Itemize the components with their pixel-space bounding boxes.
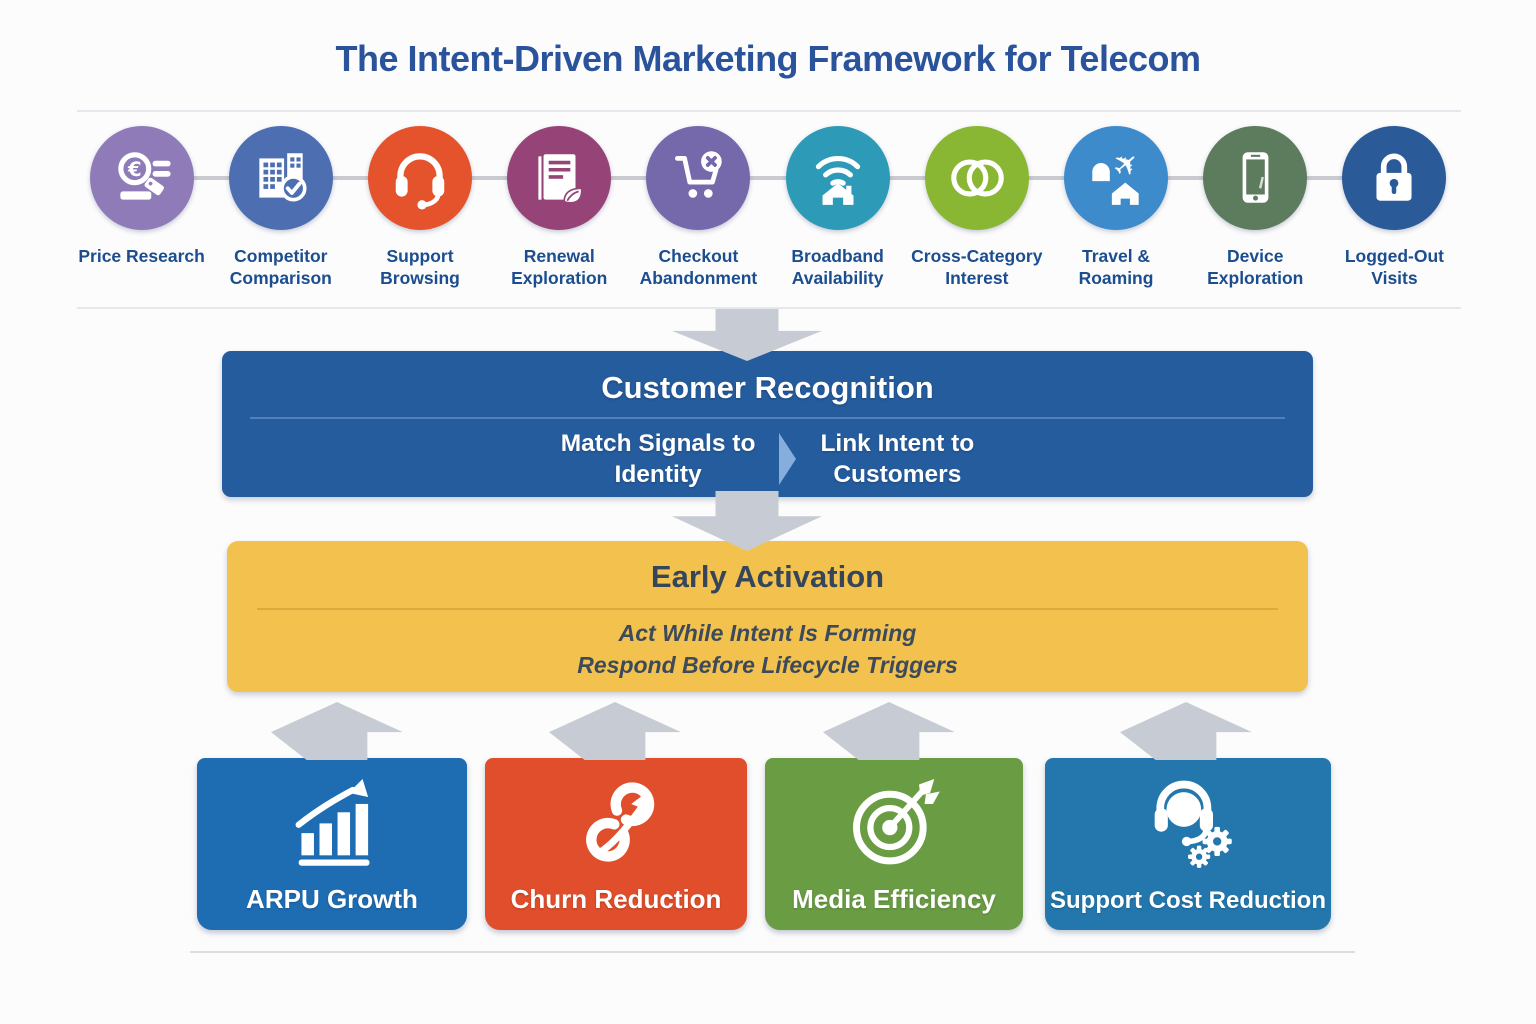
buildings-check-icon xyxy=(259,153,307,202)
outcome-label: Media Efficiency xyxy=(792,884,996,914)
outcome-label: ARPU Growth xyxy=(246,884,418,914)
recognition-right-text: Link Intent to Customers xyxy=(820,430,975,489)
signal-device-exploration: Device Exploration xyxy=(1186,126,1325,290)
signal-price-research: € Price Research xyxy=(72,126,211,290)
signal-bubble: ✈ xyxy=(1064,126,1169,230)
signal-band-divider xyxy=(77,307,1461,309)
signal-bubble xyxy=(507,126,612,230)
svg-text:€: € xyxy=(127,158,142,181)
customer-recognition-stage: Customer Recognition Match Signals to Id… xyxy=(222,351,1313,497)
signal-label: Device Exploration xyxy=(1207,246,1304,289)
signal-label: Price Research xyxy=(78,246,205,266)
flow-arrow-up-icon xyxy=(1120,702,1252,760)
padlock-icon xyxy=(1376,153,1412,201)
headset-icon xyxy=(395,153,445,210)
outcome-media-efficiency: Media Efficiency xyxy=(765,758,1023,930)
flow-arrow-up-icon xyxy=(549,702,681,760)
magnifier-euro-icon: € xyxy=(117,152,171,200)
signal-renewal-exploration: Renewal Exploration xyxy=(490,126,629,290)
svg-text:✈: ✈ xyxy=(1105,145,1148,187)
signal-bubble xyxy=(1342,126,1447,230)
early-activation-stage: Early Activation Act While Intent Is For… xyxy=(227,541,1308,692)
activation-line-1: Act While Intent Is Forming xyxy=(618,620,917,646)
signal-label: Travel & Roaming xyxy=(1078,246,1154,289)
top-divider xyxy=(77,110,1461,112)
support-headset-gears-icon xyxy=(1154,780,1232,868)
activation-line-2: Respond Before Lifecycle Triggers xyxy=(577,652,958,678)
outcome-support-cost-reduction: Support Cost Reduction xyxy=(1045,758,1331,930)
signal-competitor-comparison: Competitor Comparison xyxy=(211,126,350,290)
flow-arrow-up-icon xyxy=(823,702,955,760)
signal-bubble xyxy=(228,126,333,230)
recognition-title: Customer Recognition xyxy=(601,370,934,405)
signal-bubble xyxy=(646,126,751,230)
chevron-right-icon xyxy=(779,433,797,486)
venn-circles-icon xyxy=(951,159,1004,197)
title-suffix: Framework for Telecom xyxy=(798,38,1201,79)
signal-checkout-abandonment: Checkout Abandonment xyxy=(629,126,768,290)
wifi-home-icon xyxy=(815,156,860,205)
title-emphasis: Intent-Driven Marketing xyxy=(407,38,799,79)
smartphone-icon xyxy=(1242,152,1269,203)
signal-bubble xyxy=(368,126,472,230)
bar-chart-growth-icon xyxy=(295,778,370,866)
signal-label: Renewal Exploration xyxy=(511,246,608,289)
signal-label: Support Browsing xyxy=(380,246,460,289)
document-leaf-icon xyxy=(538,154,583,204)
activation-title: Early Activation xyxy=(650,559,885,594)
target-dart-icon xyxy=(853,778,940,865)
plane-travel-icon: ✈ xyxy=(1092,145,1148,205)
signal-broadband-availability: Broadband Availability xyxy=(768,126,907,290)
outcome-label: Support Cost Reduction xyxy=(1050,887,1326,914)
signal-bubble xyxy=(1203,126,1308,230)
outcome-churn-reduction: Churn Reduction xyxy=(485,758,747,930)
signal-logged-out-visits: Logged-Out Visits xyxy=(1325,126,1464,290)
recognition-left-text: Match Signals to Identity xyxy=(560,430,756,489)
intent-signal-row: € Price Research xyxy=(72,126,1464,290)
signal-cross-category-interest: Cross-Category Interest xyxy=(907,126,1046,290)
signal-label: Cross-Category Interest xyxy=(911,246,1043,289)
recognition-columns: Match Signals to Identity Link Intent to… xyxy=(222,428,1313,491)
signal-connector-line xyxy=(149,176,1402,180)
page-title: The Intent-Driven Marketing Framework fo… xyxy=(0,38,1536,80)
signal-label: Logged-Out Visits xyxy=(1344,246,1444,289)
signal-bubble xyxy=(785,126,890,230)
flow-arrow-up-icon xyxy=(271,702,403,760)
signal-travel-roaming: ✈ Travel & Roaming xyxy=(1046,126,1185,290)
cart-x-icon xyxy=(675,151,723,198)
outcome-arpu-growth: ARPU Growth xyxy=(197,758,467,930)
outcome-label: Churn Reduction xyxy=(510,884,722,914)
title-prefix: The xyxy=(335,38,408,79)
activation-divider xyxy=(257,608,1278,610)
signal-label: Competitor Comparison xyxy=(229,246,332,289)
signal-bubble: € xyxy=(89,126,194,230)
signal-label: Checkout Abandonment xyxy=(639,246,758,289)
signal-bubble xyxy=(924,126,1029,230)
bottom-divider xyxy=(190,951,1355,953)
broken-chain-arrow-icon xyxy=(586,782,655,862)
signal-support-browsing: Support Browsing xyxy=(350,126,489,290)
recognition-divider xyxy=(250,417,1285,419)
signal-label: Broadband Availability xyxy=(791,246,884,289)
